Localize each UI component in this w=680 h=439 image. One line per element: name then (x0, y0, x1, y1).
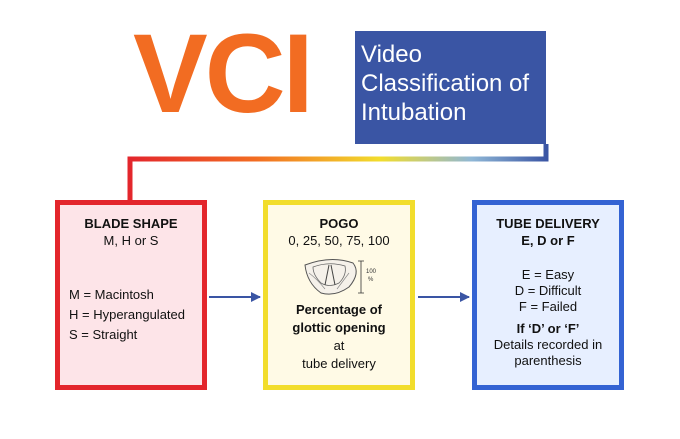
pogo-desc-line-2: glottic opening (292, 320, 386, 335)
pogo-description: Percentage of glottic opening at tube de… (268, 301, 410, 373)
blade-shape-definitions: M = Macintosh H = Hyperangulated S = Str… (60, 285, 202, 345)
connector-path (127, 144, 549, 202)
blade-def-straight: S = Straight (69, 327, 138, 342)
title-line-1: Video (361, 41, 422, 68)
tube-note-line-1: Details recorded in (493, 337, 603, 352)
blade-shape-options: M, H or S (103, 233, 159, 248)
tube-delivery-options: E, D or F (521, 233, 575, 248)
tube-delivery-card: TUBE DELIVERY E, D or F E = Easy D = Dif… (472, 200, 624, 390)
pogo-title: POGO (319, 216, 359, 231)
pogo-options: 0, 25, 50, 75, 100 (288, 233, 390, 248)
tube-delivery-definitions: E = Easy D = Difficult F = Failed (477, 267, 619, 315)
title-box: Video Classification of Intubation (355, 31, 546, 144)
tube-note-line-2: parenthesis (514, 353, 582, 368)
blade-def-macintosh: M = Macintosh (69, 287, 154, 302)
tube-def-easy: E = Easy (521, 267, 575, 282)
tube-delivery-title: TUBE DELIVERY (496, 216, 600, 231)
pogo-desc-line-3: at (333, 338, 345, 353)
tube-delivery-note: If ‘D’ or ‘F’ Details recorded in parent… (477, 321, 619, 369)
blade-def-hyperangulated: H = Hyperangulated (69, 307, 185, 322)
pogo-desc-line-1: Percentage of (296, 302, 382, 317)
pogo-scale-unit: % (368, 277, 374, 283)
blade-shape-card: BLADE SHAPE M, H or S M = Macintosh H = … (55, 200, 207, 390)
title-line-2: Classification of (361, 70, 530, 97)
pogo-desc-line-4: tube delivery (302, 356, 376, 371)
blade-shape-title: BLADE SHAPE (84, 216, 178, 231)
pogo-card: POGO 0, 25, 50, 75, 100 100 % Percentage… (263, 200, 415, 390)
glottis-illustration: 100 % (304, 259, 377, 295)
title-line-3: Intubation (361, 99, 467, 126)
tube-def-difficult: D = Difficult (514, 283, 582, 298)
tube-def-failed: F = Failed (518, 299, 578, 314)
pogo-scale-label: 100 (366, 269, 377, 275)
vci-logo: VCI (133, 11, 314, 136)
tube-note-condition: If ‘D’ or ‘F’ (516, 321, 580, 336)
